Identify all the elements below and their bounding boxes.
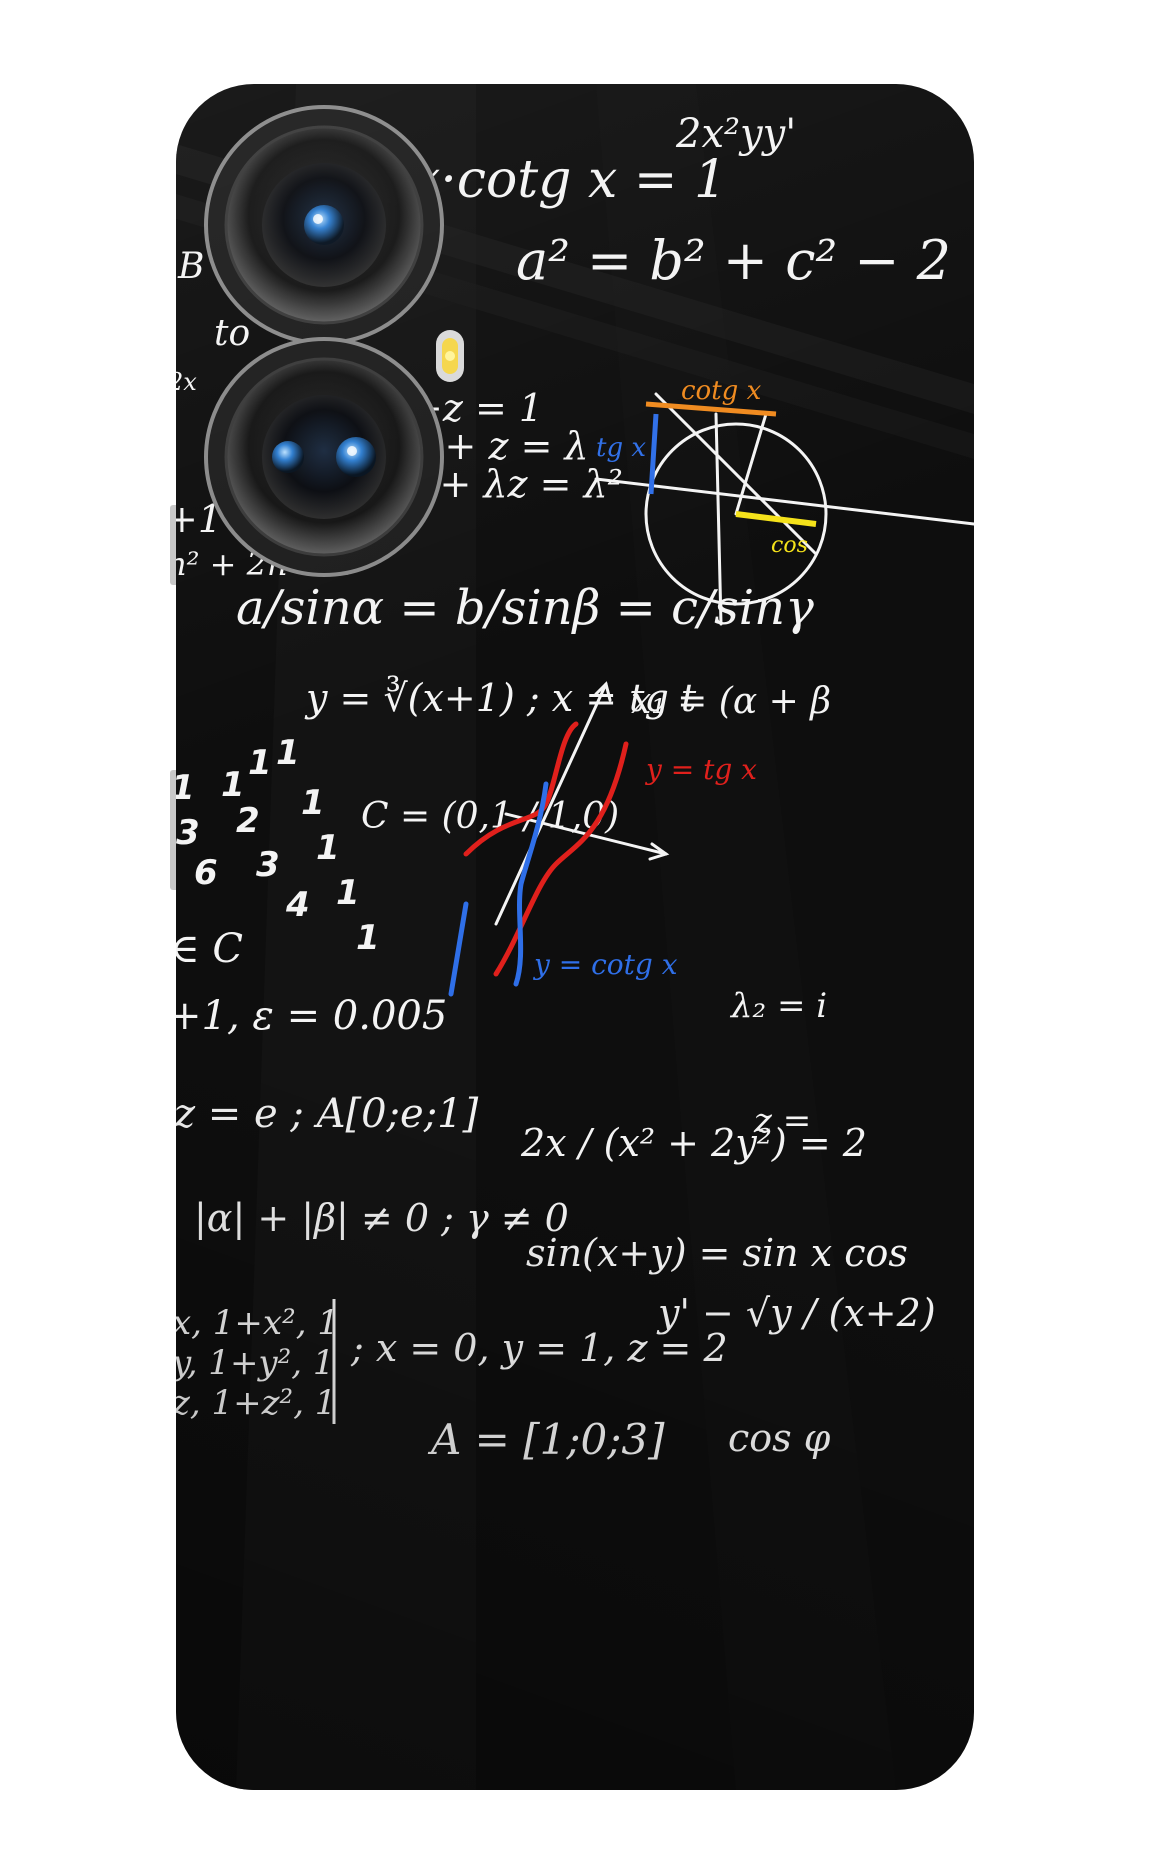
formula-sine-sum: sin(x+y) = sin x cos (526, 1231, 908, 1275)
formula-x1: x₁ = (α + β (631, 681, 832, 722)
formula-2x: 2x (176, 368, 197, 396)
svg-text:1: 1 (221, 765, 245, 805)
svg-text:z, 1+z², 1: z, 1+z², 1 (176, 1383, 336, 1423)
camera-lens-bottom (204, 337, 444, 577)
formula-vector-a: z = e ; A[0;e;1] (176, 1091, 479, 1137)
svg-text:4: 4 (285, 885, 310, 925)
formula-cos-phi: cos φ (728, 1416, 831, 1460)
formula-element-of: ∈ C (176, 926, 243, 972)
formula-lambda: λ₂ = i (731, 986, 828, 1026)
svg-text:2: 2 (236, 801, 260, 841)
side-button-upper (170, 505, 178, 585)
svg-text:y = cotg x: y = cotg x (532, 948, 678, 981)
formula-cube-root: y = ∛(x+1) ; x = tg t (306, 676, 697, 720)
svg-text:y, 1+y², 1: y, 1+y², 1 (176, 1343, 335, 1383)
svg-text:1: 1 (276, 733, 300, 773)
svg-text:cos: cos (771, 533, 808, 558)
formula-coordinates: ; x = 0, y = 1, z = 2 (351, 1326, 728, 1370)
formula-z-eq: z = (754, 1101, 812, 1141)
formula-fraction: 2x / (x² + 2y²) = 2 (521, 1121, 867, 1165)
phone-back-cover: 2x²yy' x·cotg x = 1 a² = b² + c² − 2 B t… (176, 84, 974, 1790)
svg-text:1: 1 (356, 918, 380, 958)
camera-module (204, 105, 464, 577)
formula-b: B (178, 246, 205, 287)
svg-text:y = tg x: y = tg x (644, 753, 757, 786)
formula-sqrt-fraction: y' − √y / (x+2) (658, 1291, 936, 1335)
formula-to: to (214, 313, 251, 354)
camera-lens-top (204, 105, 444, 345)
scattered-numbers: 111 121 363 141 1 (176, 733, 380, 958)
tangent-graph: y = tg x y = cotg x (448, 681, 757, 997)
formula-epsilon: +1, ε = 0.005 (176, 993, 448, 1039)
formula-derivative: 2x²yy' (676, 111, 797, 157)
svg-text:1: 1 (316, 828, 340, 868)
svg-text:3: 3 (256, 845, 280, 885)
svg-text:x, 1+x², 1: x, 1+x², 1 (176, 1303, 339, 1343)
svg-text:1: 1 (336, 873, 360, 913)
svg-text:3: 3 (176, 813, 200, 853)
svg-text:6: 6 (194, 853, 218, 893)
formula-law-of-sines: a/sinα = b/sinβ = c/sinγ (236, 580, 814, 636)
formula-vector-a2: A = [1;0;3] (431, 1415, 665, 1464)
formula-inequality: |α| + |β| ≠ 0 ; γ ≠ 0 (194, 1196, 569, 1240)
matrix-system: x, 1+x², 1 y, 1+y², 1 z, 1+z², 1 (176, 1299, 339, 1424)
formula-law-of-cosines: a² = b² + c² − 2 (516, 229, 952, 292)
formula-cotangent: x·cotg x = 1 (411, 150, 728, 210)
svg-text:1: 1 (176, 768, 195, 808)
svg-text:1: 1 (301, 783, 325, 823)
svg-text:tg x: tg x (596, 433, 646, 463)
yellow-flash-icon (436, 330, 464, 382)
formula-matrix-c: C = (0,1 / 1,0) (361, 796, 620, 837)
svg-text:1: 1 (248, 743, 272, 783)
svg-text:cotg x: cotg x (681, 376, 762, 406)
unit-circle-diagram: cotg x tg x cos (594, 376, 974, 626)
side-button-lower (170, 770, 178, 890)
